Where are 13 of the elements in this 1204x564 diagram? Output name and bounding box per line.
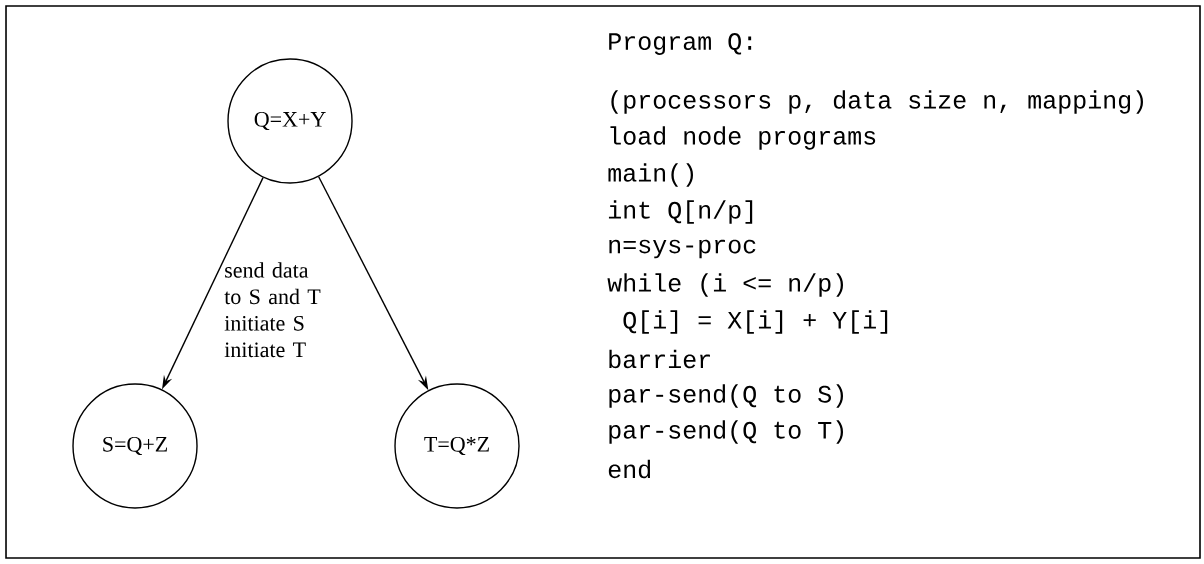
code-line: par-send(Q to S) [609, 384, 843, 408]
code-line: load node programs [610, 126, 876, 150]
code-line: n=sys-proc [609, 239, 756, 259]
code-line: Q[i] = X[i] + Y[i] [623, 310, 888, 334]
code-line: barrier [609, 349, 710, 369]
code-line: Program Q: [609, 33, 752, 55]
code-line: main() [608, 163, 693, 187]
code-line: while (i <= n/p) [607, 273, 843, 297]
code-line: par-send(Q to T) [609, 420, 843, 444]
note-text: send data to S and T initiate S initiate T [224, 262, 321, 358]
code-line: end [608, 459, 650, 479]
code-line: int Q[n/p] [608, 200, 753, 224]
code-line: (processors p, data size n, mapping) [611, 90, 1143, 114]
